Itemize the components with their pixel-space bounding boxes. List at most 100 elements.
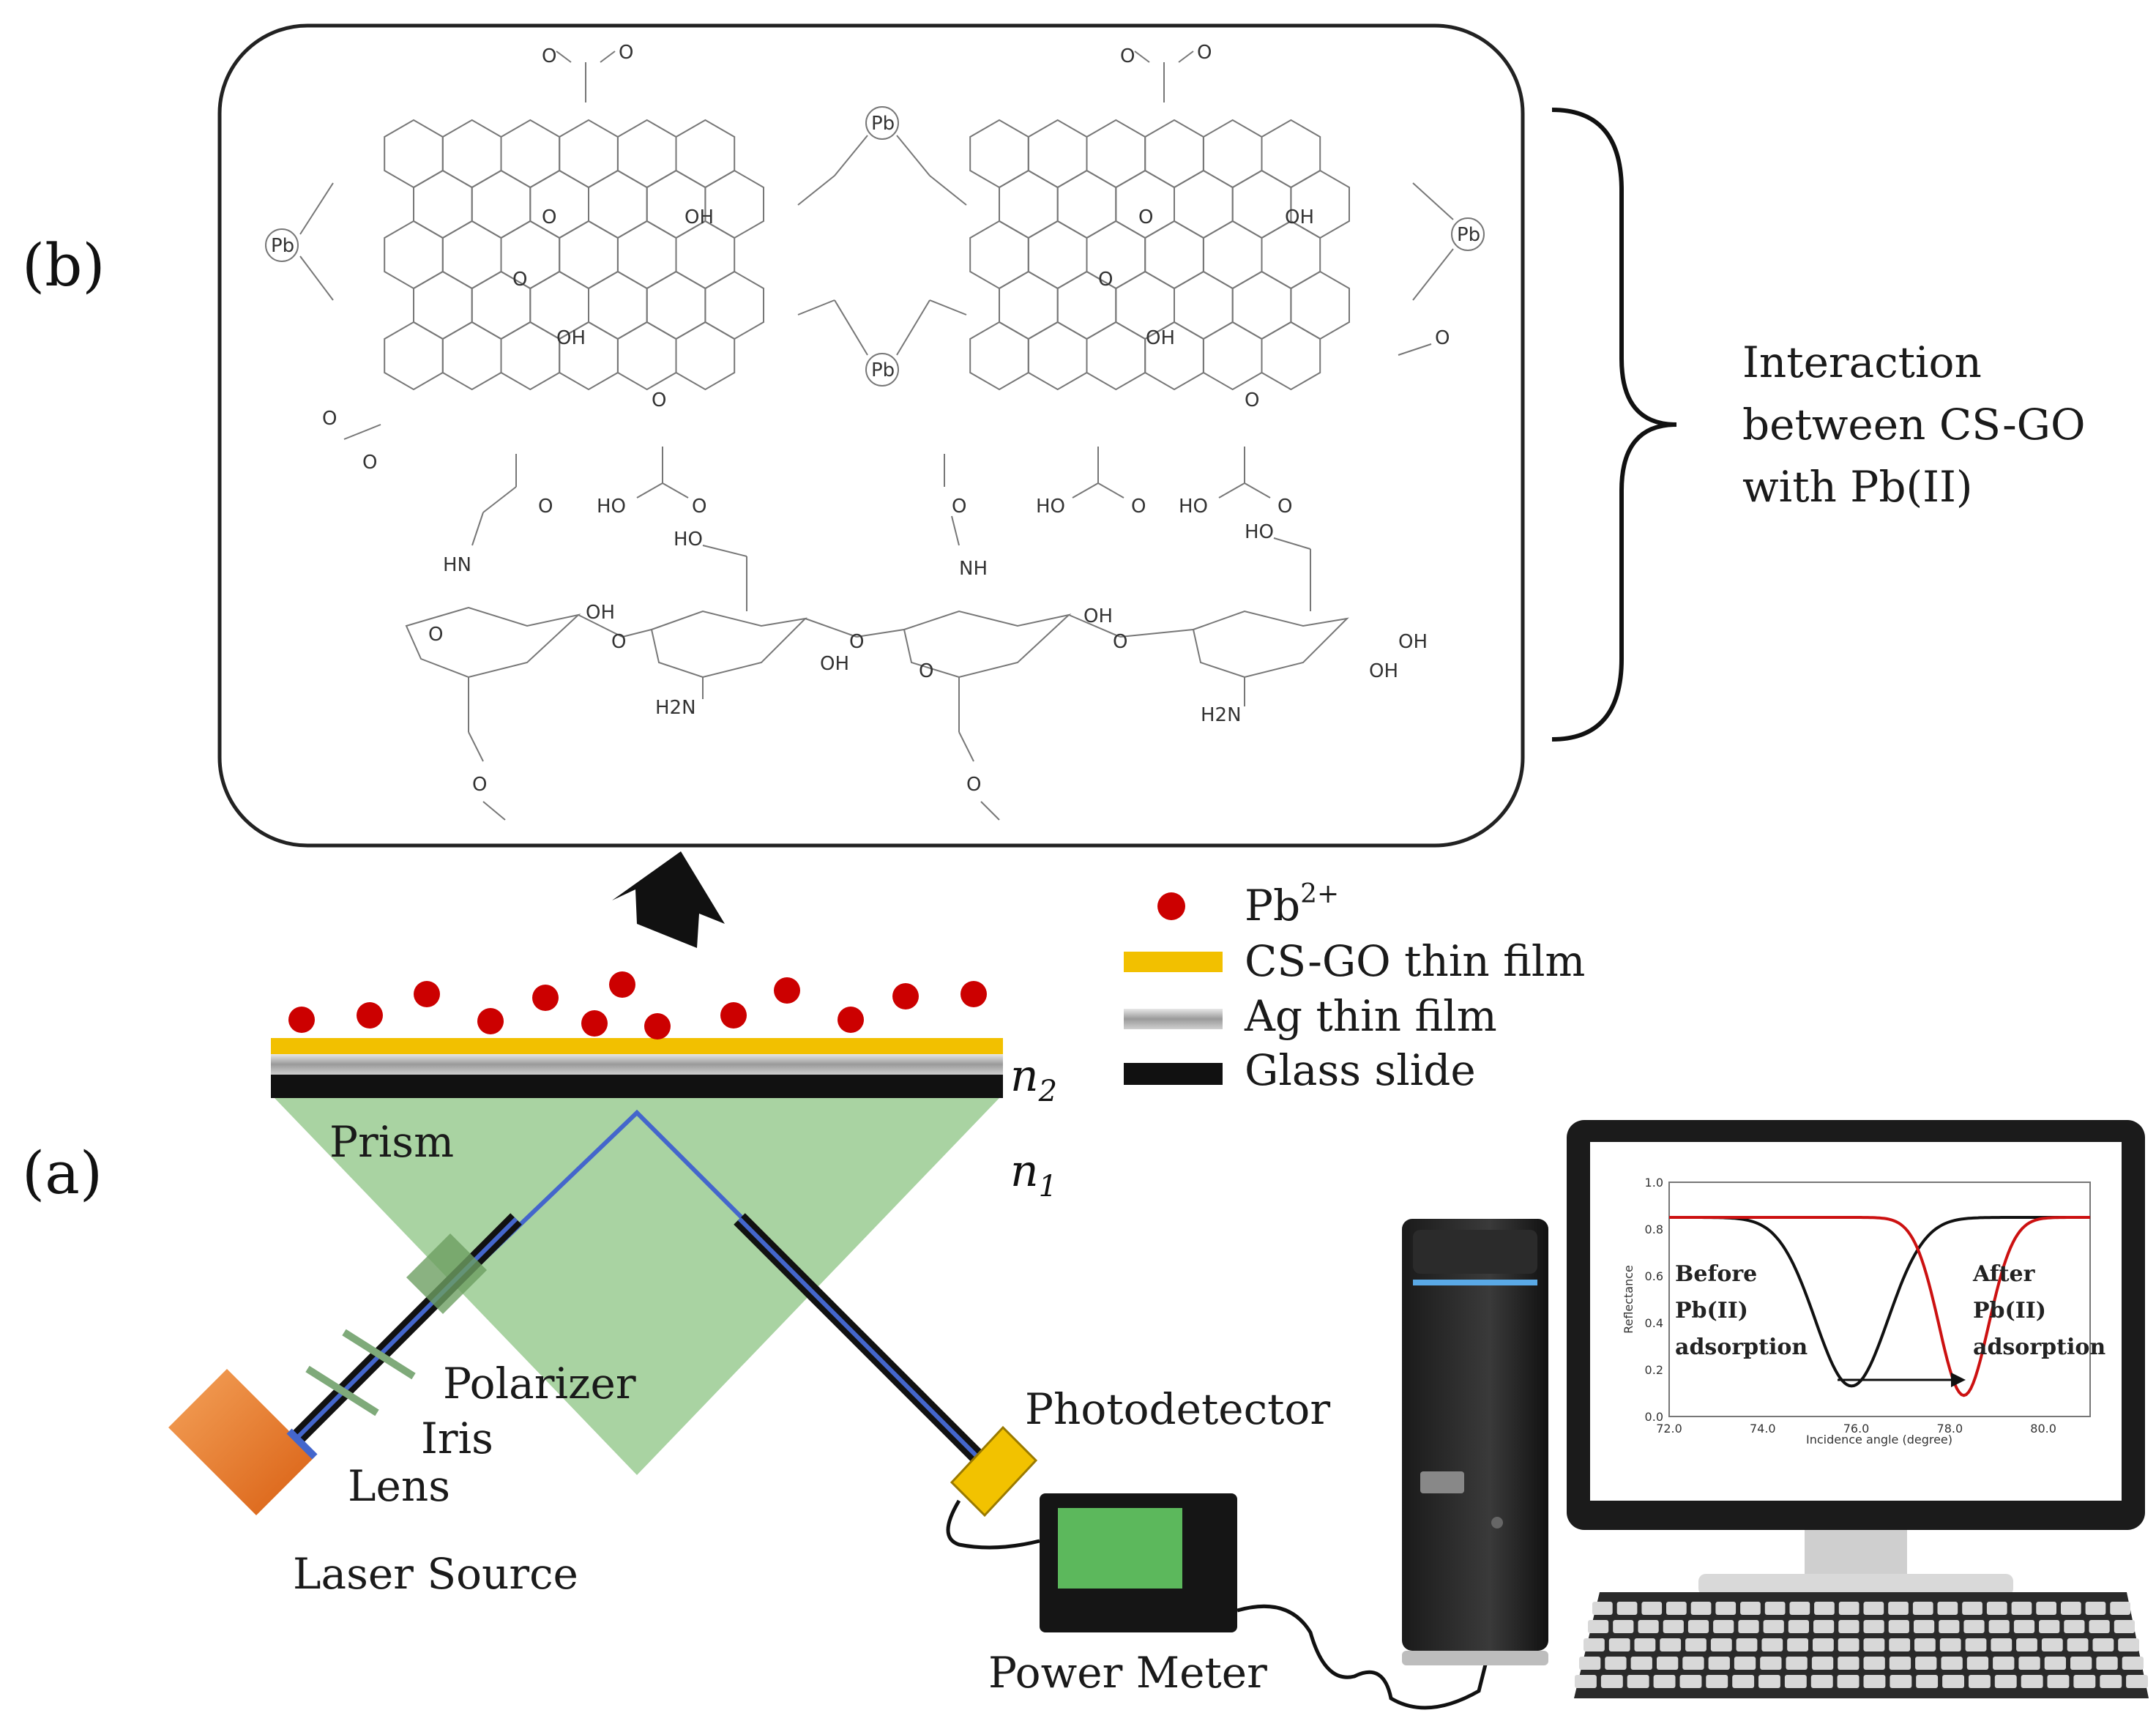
carboxylate-o: O — [1120, 45, 1135, 67]
keyboard-key — [2039, 1620, 2060, 1633]
keyboard-key — [1813, 1638, 1834, 1651]
keyboard-key — [1579, 1657, 1601, 1670]
keyboard-key — [1863, 1657, 1885, 1670]
after-line-2: Pb(II) — [1973, 1298, 2046, 1324]
ring-ho: HO — [674, 529, 703, 550]
spr-xtick: 74.0 — [1750, 1422, 1776, 1436]
polarizer-label: Polarizer — [443, 1359, 636, 1408]
keyboard-key — [1740, 1602, 1761, 1615]
keyboard-key — [1575, 1675, 1597, 1688]
keyboard-key — [1708, 1657, 1730, 1670]
keyboard-key — [2085, 1602, 2106, 1615]
bond — [834, 135, 868, 176]
pb-ion — [892, 983, 919, 1009]
power-meter-display — [1058, 1508, 1182, 1589]
carboxylate-o: O — [619, 42, 633, 64]
keyboard-key — [1863, 1602, 1884, 1615]
carboxylate-o: O — [1197, 42, 1212, 64]
keyboard-key — [1685, 1638, 1706, 1651]
tower-body — [1402, 1219, 1548, 1651]
keyboard-key — [1991, 1638, 2013, 1651]
keyboard-body — [1574, 1592, 2149, 1698]
keyboard-key — [2114, 1620, 2135, 1633]
iris — [342, 1329, 416, 1380]
carboxylate-o: O — [542, 45, 556, 67]
keyboard-key — [1993, 1657, 2015, 1670]
keyboard-key — [1736, 1638, 1758, 1651]
monitor-stand — [1698, 1574, 2013, 1596]
keyboard-key — [1592, 1602, 1613, 1615]
laser-aperture — [286, 1428, 318, 1460]
ring-oh: OH — [820, 653, 849, 675]
keyboard-key — [1890, 1675, 1912, 1688]
pb-ion — [414, 981, 440, 1007]
carboxylic-ho: HO — [1179, 496, 1208, 518]
pb-ion — [774, 977, 800, 1004]
carboxylate-o: O — [1435, 327, 1450, 349]
glycosidic-o: O — [849, 631, 864, 653]
panel-label-b: (b) — [22, 231, 105, 299]
pb-circle — [865, 106, 899, 140]
glucosamine-ring — [650, 610, 807, 679]
ring-oh: OH — [1083, 605, 1113, 627]
ring-h2n: H2N — [1201, 704, 1242, 726]
amine-nh: NH — [959, 558, 988, 580]
bond — [1412, 248, 1454, 301]
bond — [951, 515, 960, 546]
keyboard-key — [1986, 1602, 2007, 1615]
keyboard-key — [1715, 1602, 1737, 1615]
keyboard-key — [1915, 1657, 1937, 1670]
detector-cable — [946, 1499, 1040, 1550]
tower-button — [1491, 1517, 1503, 1528]
pb-ion — [477, 1008, 504, 1034]
spr-yticks: 1.00.80.60.40.20.0 — [1645, 1176, 1663, 1424]
bond — [468, 731, 484, 762]
keyboard-key — [1764, 1602, 1786, 1615]
hexagon-ring — [1261, 321, 1321, 391]
carboxylic-ho: HO — [1036, 496, 1065, 518]
carboxylate-o: O — [322, 408, 337, 430]
lens-label: Lens — [348, 1461, 450, 1511]
bond — [929, 299, 967, 316]
spr-xtick: 72.0 — [1656, 1422, 1682, 1436]
keyboard-key — [2100, 1675, 2122, 1688]
csgo-layer — [271, 1038, 1003, 1054]
spr-ytick: 0.6 — [1645, 1269, 1663, 1283]
legend-glass-swatch — [1124, 1063, 1223, 1085]
keyboard-key — [2118, 1638, 2139, 1651]
iris-label: Iris — [421, 1414, 493, 1463]
epoxide-o: O — [1098, 269, 1113, 291]
glucosamine-ring — [903, 610, 1072, 679]
keyboard-key — [1679, 1675, 1702, 1688]
keyboard-key — [1738, 1620, 1759, 1633]
bond — [856, 629, 905, 638]
keyboard-key — [1641, 1602, 1663, 1615]
spr-ytick: 0.8 — [1645, 1223, 1663, 1236]
keyboard-key — [1810, 1675, 1833, 1688]
keyboard-key — [1994, 1675, 2017, 1688]
keyboard-key — [1966, 1657, 1989, 1670]
keyboard-key — [1788, 1620, 1809, 1633]
bond — [896, 299, 930, 356]
epoxide-o: O — [1138, 206, 1153, 228]
n1-label: n1 — [1010, 1146, 1057, 1203]
bond — [702, 545, 747, 557]
keyboard-key — [2061, 1602, 2081, 1615]
bond — [1273, 537, 1311, 550]
keyboard-key — [1758, 1675, 1780, 1688]
amide-o: O — [538, 496, 553, 518]
bond — [797, 299, 835, 316]
spr-plot-frame — [1668, 1182, 2091, 1417]
spr-ytick: 0.2 — [1645, 1363, 1663, 1377]
keyboard-key — [1761, 1638, 1783, 1651]
keyboard-key — [1888, 1602, 1909, 1615]
keyboard-key — [2092, 1638, 2114, 1651]
keyboard-key — [1813, 1620, 1835, 1633]
pb-ion — [960, 981, 987, 1007]
bond — [1244, 482, 1271, 499]
epoxide-o: O — [652, 389, 666, 411]
monitor-neck — [1805, 1530, 1907, 1581]
pb-circle — [265, 228, 299, 262]
